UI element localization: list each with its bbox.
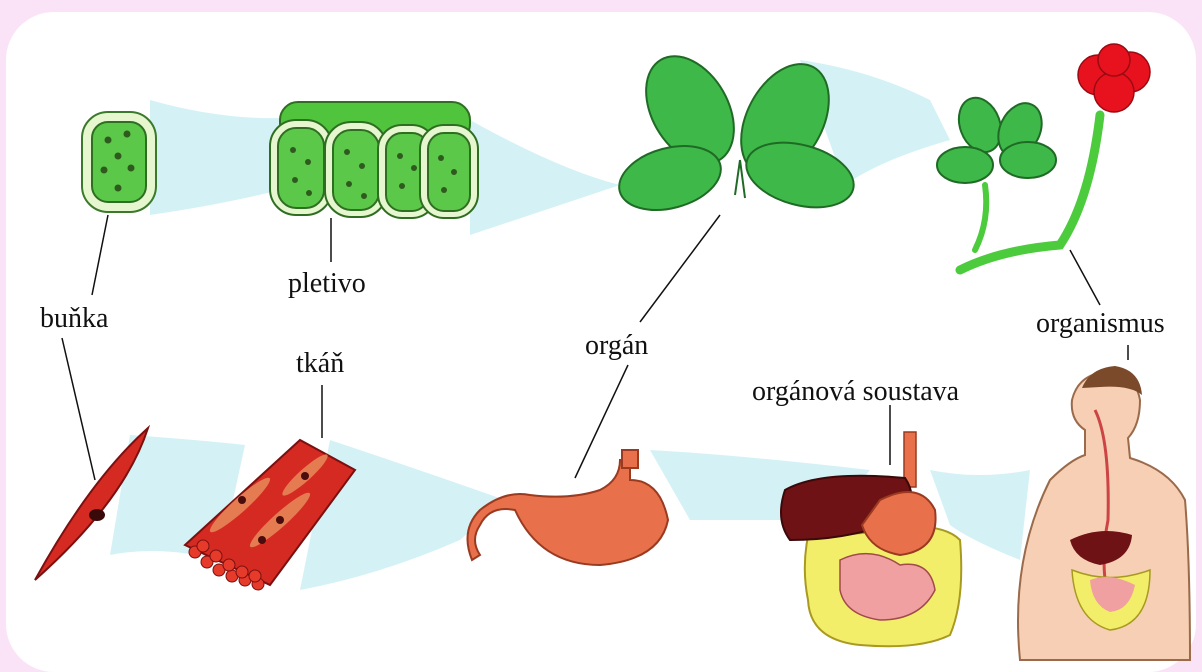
label-animal-tissue: tkáň <box>296 350 344 378</box>
label-organ: orgán <box>585 332 648 360</box>
label-organism: organismus <box>1036 310 1165 338</box>
plant-tissue-icon <box>270 102 478 218</box>
flower-icon <box>1078 44 1150 112</box>
human-body-icon <box>1018 366 1190 660</box>
label-plant-tissue: pletivo <box>288 270 366 298</box>
clover-organism-icon <box>937 44 1150 270</box>
stomach-icon <box>468 450 669 565</box>
label-cell: buňka <box>40 305 108 333</box>
label-organ-system: orgánová soustava <box>752 378 959 406</box>
plant-cell-icon <box>82 112 156 212</box>
